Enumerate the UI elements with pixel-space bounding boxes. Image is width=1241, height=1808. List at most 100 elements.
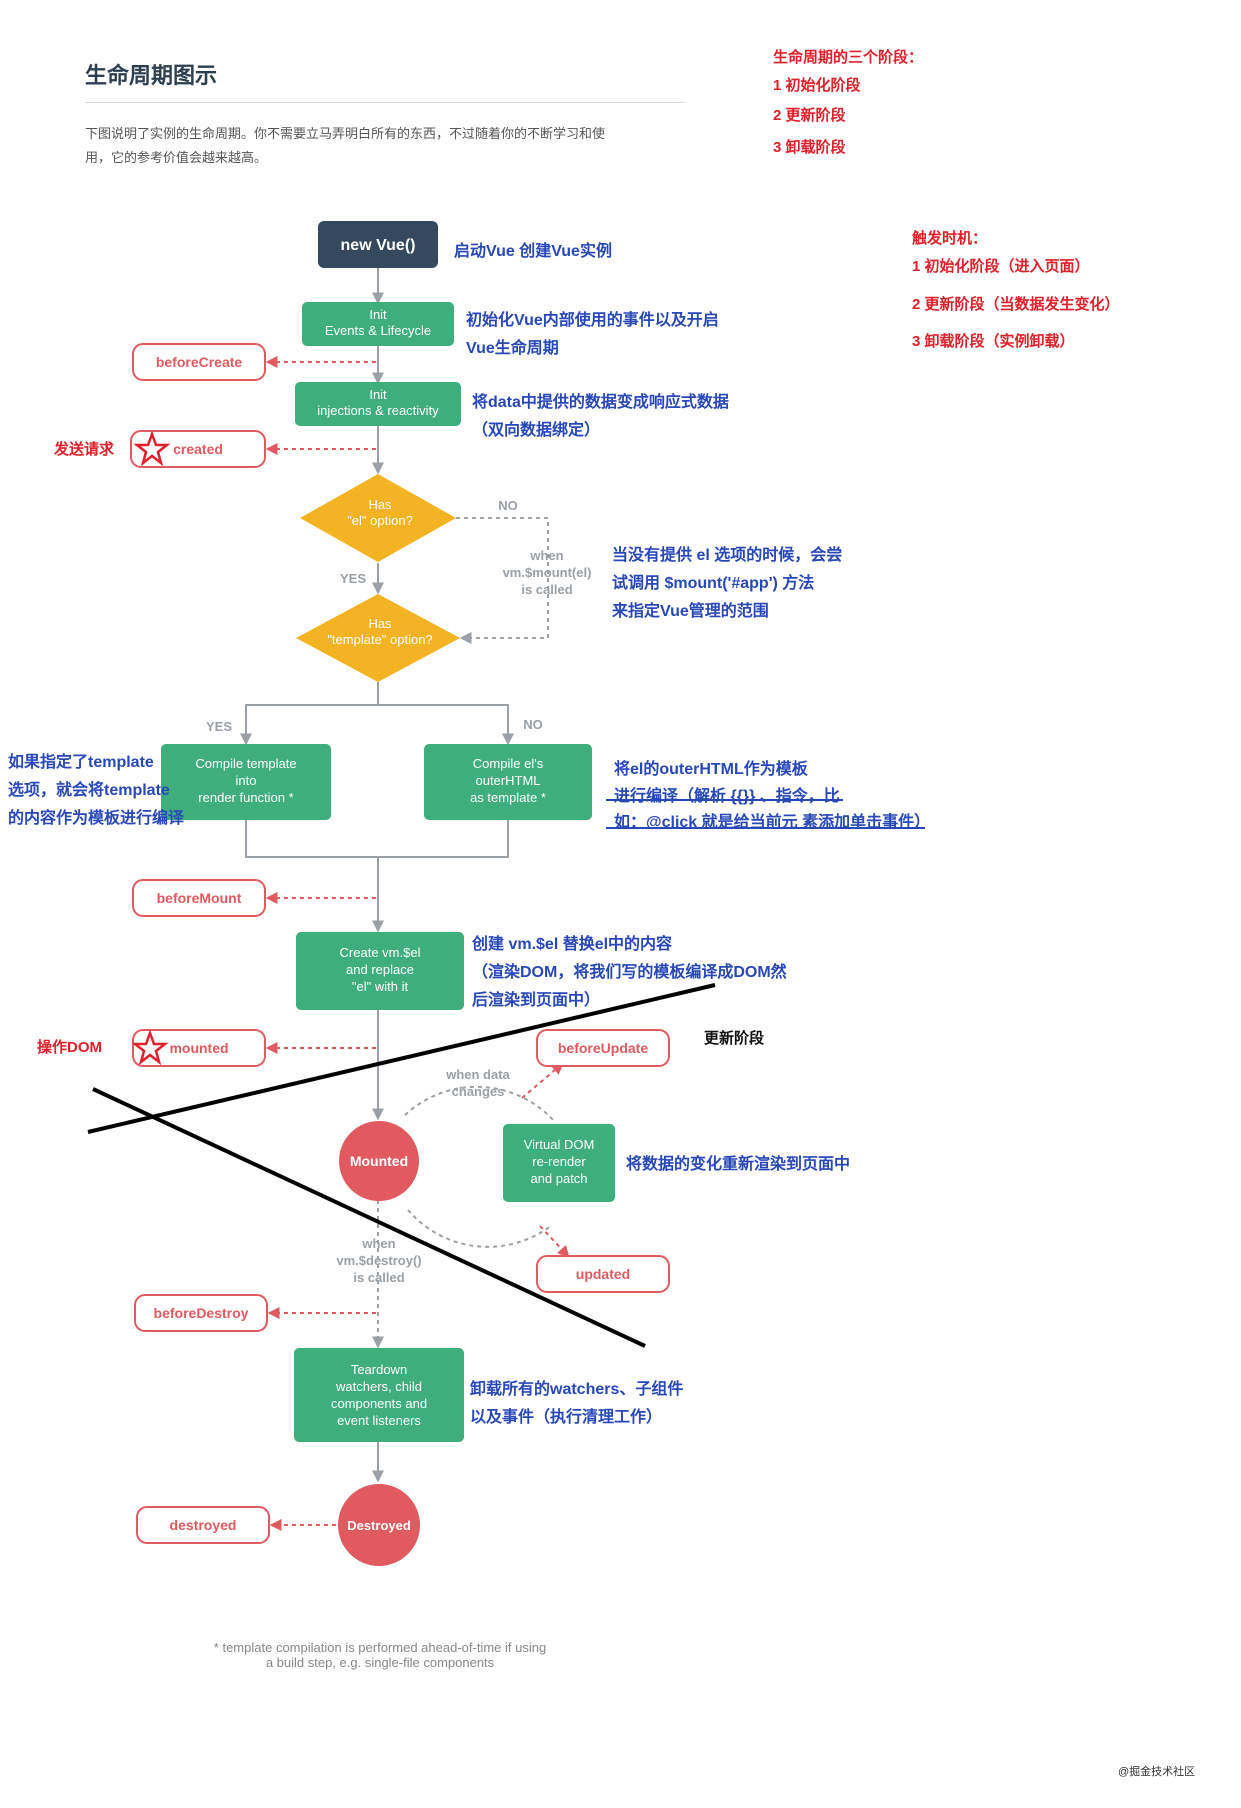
teardown-label: watchers, child <box>335 1379 422 1394</box>
strike-line <box>92 1087 646 1348</box>
intro-line-1: 下图说明了实例的生命周期。你不需要立马弄明白所有的东西，不过随着你的不断学习和使 <box>85 126 606 141</box>
when-data-label: changes <box>452 1084 505 1099</box>
before-mount-label: beforeMount <box>157 890 242 906</box>
annot-operate-dom: 操作DOM <box>37 1039 102 1056</box>
annot-el: 将el的outerHTML作为模板 <box>614 761 808 778</box>
title-divider <box>85 102 685 103</box>
annot-send-request: 发送请求 <box>54 441 115 458</box>
star-icon <box>133 430 171 467</box>
compile-template-label: into <box>236 773 257 788</box>
create-el-label: Create vm.$el <box>340 945 421 960</box>
has-template-label: "template" option? <box>327 632 432 647</box>
before-destroy-hook <box>134 1294 268 1332</box>
annot-vdom: 将数据的变化重新渲染到页面中 <box>626 1156 851 1173</box>
mounted-hook <box>132 1029 266 1067</box>
annot-create-el: 后渲染到页面中） <box>472 992 601 1009</box>
new-vue-label: new Vue() <box>341 237 416 254</box>
annot-create-el: （渲染DOM，将我们写的模板编译成DOM然 <box>472 964 787 981</box>
has-el-label: "el" option? <box>347 513 413 528</box>
intro-text: 下图说明了实例的生命周期。你不需要立马弄明白所有的东西，不过随着你的不断学习和使… <box>85 122 695 170</box>
create-el-label: and replace <box>346 962 414 977</box>
init-events-label: Events & Lifecycle <box>325 323 431 338</box>
has-template-diamond <box>296 594 460 682</box>
stage-item: 1 初始化阶段 <box>773 77 861 94</box>
footnote-line: * template compilation is performed ahea… <box>213 1640 547 1655</box>
annot-template: 如果指定了template <box>8 754 154 771</box>
page-title: 生命周期图示 <box>85 63 218 88</box>
compile-template-label: Compile template <box>195 756 296 771</box>
annot-teardown: 卸载所有的watchers、子组件 <box>470 1381 684 1398</box>
annot-new-vue: 启动Vue 创建Vue实例 <box>454 243 612 260</box>
init-injections-node <box>295 382 461 426</box>
footnote-line: a build step, e.g. single-file component… <box>265 1655 495 1670</box>
create-el-label: "el" with it <box>352 979 409 994</box>
compile-template-node <box>161 744 331 820</box>
create-el-node <box>296 932 464 1010</box>
compile-el-label: as template * <box>470 790 546 805</box>
has-el-diamond <box>300 474 456 562</box>
mounted-circle <box>339 1121 419 1201</box>
compile-el-label: Compile el's <box>473 756 544 771</box>
when-data-label: when data <box>445 1067 510 1082</box>
annot-create-el: 创建 vm.$el 替换el中的内容 <box>472 936 673 953</box>
annot-template: 选项，就会将template <box>8 782 170 799</box>
no-label: NO <box>498 498 518 513</box>
annot-mount: 试调用 $mount('#app') 方法 <box>612 575 815 592</box>
stage-item: 2 更新阶段 <box>773 107 846 124</box>
compile-el-label: outerHTML <box>475 773 540 788</box>
star-icon <box>131 1029 169 1066</box>
updated-hook <box>536 1255 670 1293</box>
mounted-circle-label: Mounted <box>350 1153 408 1169</box>
virtual-dom-node <box>503 1124 615 1202</box>
virtual-dom-label: re-render <box>532 1154 586 1169</box>
yes-label: YES <box>340 571 366 586</box>
annot-template: 的内容作为模板进行编译 <box>8 810 185 827</box>
init-events-label: Init <box>369 307 387 322</box>
yes-label: YES <box>206 719 232 734</box>
before-destroy-label: beforeDestroy <box>154 1305 249 1321</box>
compile-el-node <box>424 744 592 820</box>
compile-template-label: render function * <box>198 790 293 805</box>
destroyed-label: destroyed <box>170 1517 237 1533</box>
has-template-label: Has <box>368 616 392 631</box>
when-mount-label: vm.$mount(el) <box>503 565 592 580</box>
annot-el: 如：@click 就是给当前元 素添加单击事件） <box>614 814 931 831</box>
annot-mount: 当没有提供 el 选项的时候，会尝 <box>612 547 843 564</box>
annot-mount: 来指定Vue管理的范围 <box>612 603 769 620</box>
annot-el: 进行编译（解析 {{}} 、指令，比 <box>614 788 840 805</box>
destroyed-hook <box>136 1506 270 1544</box>
init-injections-label: injections & reactivity <box>317 403 439 418</box>
teardown-label: Teardown <box>351 1362 407 1377</box>
when-destroy-label: vm.$destroy() <box>336 1253 421 1268</box>
mounted-label: mounted <box>169 1040 228 1056</box>
before-update-hook <box>536 1029 670 1067</box>
destroyed-circle <box>338 1484 420 1566</box>
created-hook <box>130 430 266 468</box>
annot-teardown: 以及事件（执行清理工作） <box>470 1409 663 1426</box>
updated-label: updated <box>576 1266 630 1282</box>
when-mount-label: is called <box>521 582 572 597</box>
teardown-label: event listeners <box>337 1413 421 1428</box>
trigger-heading: 触发时机： <box>912 230 988 247</box>
trigger-item: 3 卸载阶段（实例卸载） <box>912 333 1075 350</box>
destroyed-circle-label: Destroyed <box>347 1518 411 1533</box>
virtual-dom-label: Virtual DOM <box>524 1137 595 1152</box>
teardown-node <box>294 1348 464 1442</box>
stages-heading: 生命周期的三个阶段： <box>773 49 924 66</box>
before-create-hook <box>132 343 266 381</box>
annot-update-stage: 更新阶段 <box>704 1030 765 1047</box>
annot-init-inj: 将data中提供的数据变成响应式数据 <box>472 394 729 411</box>
has-el-label: Has <box>368 497 392 512</box>
when-destroy-label: is called <box>353 1270 404 1285</box>
watermark: @掘金技术社区 <box>1118 1766 1196 1778</box>
init-injections-label: Init <box>369 387 387 402</box>
intro-line-2: 用，它的参考价值会越来越高。 <box>85 150 268 165</box>
stage-item: 3 卸载阶段 <box>773 139 846 156</box>
footnote: * template compilation is performed ahea… <box>140 1640 620 1670</box>
no-label: NO <box>523 717 543 732</box>
annot-init-events: Vue生命周期 <box>466 340 559 357</box>
trigger-item: 2 更新阶段（当数据发生变化） <box>912 296 1120 313</box>
when-mount-label: when <box>529 548 563 563</box>
